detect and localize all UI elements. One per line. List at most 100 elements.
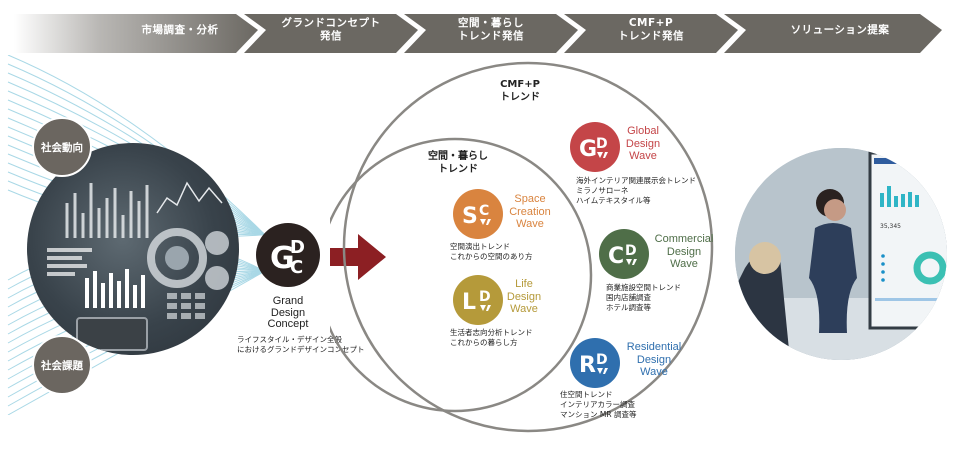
sc-desc-line-2: これからの空間のあり方 — [450, 252, 533, 261]
cd-title-line-1: Commercial — [654, 233, 714, 245]
gdc-name-line-2: Design — [270, 306, 306, 319]
ld-monogram-mark — [480, 305, 486, 311]
space-living-label-line-1: 空間・暮らし — [428, 151, 488, 162]
social-issues-node: 社会課題 — [32, 335, 92, 395]
gd-monogram-letter-1: G — [579, 137, 597, 162]
cmfp-label-line-2: トレンド — [500, 92, 540, 103]
sc-monogram-letter-1: S — [462, 204, 478, 229]
process-banner — [14, 14, 942, 53]
space-living-label-line-2: トレンド — [438, 164, 478, 175]
ld-description: 生活者志向分析トレンド これからの暮らし方 — [450, 328, 533, 348]
trend-rings — [330, 61, 714, 433]
ld-desc-line-2: これからの暮らし方 — [450, 338, 518, 347]
process-step-5-shape — [724, 14, 942, 53]
rd-monogram-letter-2: D — [596, 352, 608, 368]
sc-monogram-letter-2: C — [479, 203, 489, 219]
svg-text:35,345: 35,345 — [880, 223, 901, 230]
rd-title: Residential Design Wave — [620, 341, 688, 379]
cd-desc-line-3: ホテル調査等 — [606, 303, 651, 312]
solution-presentation-photo: 35,345 — [735, 148, 947, 360]
process-step-5: ソリューション提案 — [790, 23, 890, 36]
gdc-logo: G D C — [256, 223, 320, 287]
ld-title-line-3: Wave — [510, 303, 538, 315]
gdc-monogram: G D C — [270, 237, 305, 278]
gd-monogram-icon: GD — [579, 136, 608, 162]
gd-title: Global Design Wave — [618, 125, 668, 163]
process-step-2-shape — [244, 14, 418, 53]
cd-monogram-letter-2: D — [625, 243, 637, 259]
ld-title-line-2: Design — [506, 290, 542, 303]
ld-title-line-1: Life — [515, 278, 533, 290]
gd-title-line-3: Wave — [629, 150, 657, 162]
sc-title-line-2: Creation — [509, 205, 551, 218]
sc-title: Space Creation Wave — [500, 193, 560, 231]
rd-desc-line-3: マンション MR 調査等 — [560, 410, 637, 419]
rd-title-line-2: Design — [636, 353, 672, 366]
gdc-letter-c: C — [290, 257, 303, 278]
ld-monogram-letter-1: L — [462, 290, 476, 315]
rd-monogram-mark — [597, 368, 603, 374]
ld-monogram-letter-2: D — [479, 289, 491, 305]
presentation-graphic: 35,345 — [735, 148, 947, 360]
gd-desc-line-1: 海外インテリア関連展示会トレンド — [576, 176, 696, 185]
cd-desc-line-2: 国内店舗調査 — [606, 293, 651, 302]
cd-monogram-tick — [632, 259, 637, 265]
gdc-name-line-3: Concept — [267, 318, 309, 330]
cmfp-label-line-1: CMF+P — [500, 79, 540, 90]
ld-monogram-tick — [486, 305, 491, 311]
rd-title-line-3: Wave — [640, 366, 668, 378]
cd-description: 商業施設空間トレンド 国内店舗調査 ホテル調査等 — [606, 283, 681, 313]
process-step-2: グランドコンセプト 発信 — [281, 17, 381, 42]
rd-monogram-tick — [603, 368, 608, 374]
sc-monogram-tick — [486, 219, 491, 225]
process-step-4-shape — [564, 14, 738, 53]
rd-title-line-1: Residential — [626, 341, 682, 353]
process-step-4: CMF+P トレンド発信 — [618, 17, 684, 42]
gdc-desc-line-2: におけるグランドデザインコンセプト — [237, 345, 365, 354]
cd-desc-line-1: 商業施設空間トレンド — [606, 283, 681, 292]
gdc-letter-d: D — [290, 237, 305, 258]
gdc-name-line-1: Grand — [272, 295, 304, 307]
converging-line-top — [7, 63, 286, 254]
rd-desc-line-2: インテリアカラー調査 — [560, 400, 635, 409]
social-trends-node: 社会動向 — [32, 117, 92, 177]
gd-monogram-mark — [597, 152, 603, 158]
ld-desc-line-1: 生活者志向分析トレンド — [450, 328, 533, 337]
rd-description: 住空間トレンド インテリアカラー調査 マンション MR 調査等 — [560, 390, 636, 420]
cd-title-line-3: Wave — [670, 258, 698, 270]
gdc-desc-line-1: ライフスタイル・デザイン全般 — [237, 335, 342, 344]
cmfp-ring — [342, 61, 714, 433]
gdc-name: Grand Design Concept — [248, 295, 328, 331]
sc-description: 空間演出トレンド これからの空間のあり方 — [450, 242, 533, 262]
rd-desc-line-1: 住空間トレンド — [560, 390, 613, 399]
ld-title: Life Design Wave — [500, 278, 548, 316]
process-step-1: 市場調査・分析 — [141, 23, 219, 36]
sc-title-line-1: Space — [514, 193, 546, 205]
gd-desc-line-2: ミラノサローネ — [576, 186, 629, 195]
gd-monogram-letter-2: D — [596, 136, 608, 152]
gd-title-line-1: Global — [627, 125, 659, 137]
space-living-trend-label: 空間・暮らし トレンド — [418, 150, 498, 176]
rd-monogram-letter-1: R — [579, 353, 596, 378]
gdc-description: ライフスタイル・デザイン全般 におけるグランドデザインコンセプト — [237, 335, 365, 355]
space-living-ring — [330, 137, 593, 413]
gd-title-line-2: Design — [625, 137, 661, 150]
market-research-photo — [27, 143, 239, 355]
cd-title: Commercial Design Wave — [650, 233, 718, 271]
cd-monogram-letter-1: C — [608, 244, 624, 269]
gd-desc-line-3: ハイムテキスタイル等 — [576, 196, 651, 205]
process-step-3-shape — [404, 14, 578, 53]
cmfp-trend-label: CMF+P トレンド — [490, 78, 550, 104]
sc-title-line-3: Wave — [516, 218, 544, 230]
process-step-3: 空間・暮らし トレンド発信 — [458, 17, 524, 42]
sc-monogram-mark — [480, 219, 486, 225]
cd-title-line-2: Design — [666, 245, 702, 258]
gd-monogram-tick — [603, 152, 608, 158]
